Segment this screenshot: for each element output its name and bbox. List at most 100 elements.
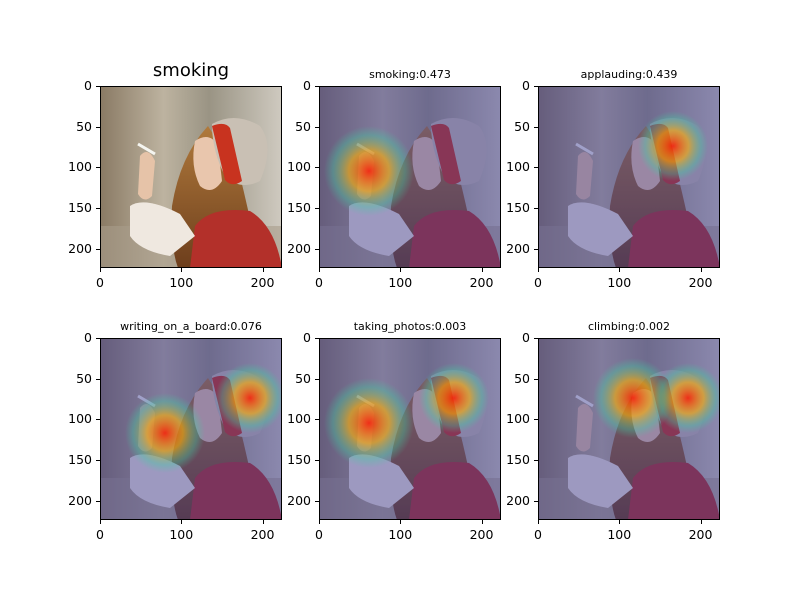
x-tick-label: 200: [469, 275, 494, 290]
y-tick-label: 100: [287, 411, 311, 427]
y-tick-label: 0: [522, 330, 530, 345]
x-tick-mark: [619, 520, 621, 524]
y-tick-label: 0: [84, 78, 92, 93]
y-tick-mark: [315, 459, 319, 461]
x-tick-mark: [400, 520, 402, 524]
x-tick-label: 100: [607, 275, 632, 290]
y-tick-mark: [96, 207, 100, 209]
panel-title: smoking: [152, 60, 230, 81]
y-tick-label: 100: [287, 159, 311, 175]
y-tick-label: 0: [522, 78, 530, 93]
x-tick-mark: [262, 268, 264, 272]
y-tick-label: 50: [514, 118, 530, 134]
x-tick-label: 200: [250, 527, 275, 542]
y-tick-mark: [534, 459, 538, 461]
y-tick-mark: [534, 207, 538, 209]
heatmap-panel: [319, 338, 501, 520]
panel-title: taking_photos:0.003: [353, 320, 467, 333]
y-tick-label: 200: [506, 240, 530, 256]
heatmap-panel: [319, 86, 501, 268]
panel-title: climbing:0.002: [587, 320, 671, 333]
photo-image: [100, 338, 282, 520]
x-tick-label: 100: [388, 527, 413, 542]
y-tick-label: 200: [506, 492, 530, 508]
y-tick-label: 50: [76, 370, 92, 386]
y-tick-mark: [534, 248, 538, 250]
y-tick-label: 50: [76, 118, 92, 134]
x-tick-mark: [262, 520, 264, 524]
y-tick-label: 50: [295, 370, 311, 386]
x-tick-mark: [619, 268, 621, 272]
y-tick-mark: [96, 248, 100, 250]
x-tick-mark: [100, 268, 101, 272]
x-tick-mark: [319, 520, 320, 524]
y-tick-mark: [96, 126, 100, 128]
y-tick-mark: [534, 126, 538, 128]
photo-image: [538, 86, 720, 268]
y-tick-label: 100: [68, 159, 92, 175]
x-tick-label: 100: [169, 527, 194, 542]
x-tick-mark: [400, 268, 402, 272]
y-tick-mark: [315, 167, 319, 169]
y-tick-label: 200: [68, 240, 92, 256]
x-tick-mark: [538, 268, 539, 272]
x-tick-label: 0: [534, 275, 542, 290]
y-tick-label: 150: [506, 451, 530, 467]
y-tick-label: 150: [68, 199, 92, 215]
y-tick-mark: [534, 500, 538, 502]
x-tick-label: 0: [96, 527, 104, 542]
x-tick-mark: [700, 268, 702, 272]
y-tick-mark: [315, 338, 319, 339]
y-tick-mark: [315, 86, 319, 87]
x-tick-label: 100: [607, 527, 632, 542]
y-tick-mark: [315, 207, 319, 209]
y-tick-label: 50: [295, 118, 311, 134]
x-tick-label: 100: [388, 275, 413, 290]
y-tick-mark: [96, 459, 100, 461]
photo-image: [100, 86, 282, 268]
y-tick-mark: [315, 419, 319, 421]
x-tick-label: 0: [96, 275, 104, 290]
heatmap-panel: [538, 86, 720, 268]
y-tick-label: 0: [303, 78, 311, 93]
y-tick-label: 100: [506, 411, 530, 427]
y-tick-label: 150: [287, 199, 311, 215]
y-tick-mark: [96, 167, 100, 169]
x-tick-label: 0: [315, 527, 323, 542]
panel-title: applauding:0.439: [580, 68, 678, 81]
x-tick-label: 100: [169, 275, 194, 290]
heatmap-panel: [538, 338, 720, 520]
y-tick-mark: [534, 419, 538, 421]
photo-image: [538, 338, 720, 520]
y-tick-label: 150: [506, 199, 530, 215]
y-tick-mark: [534, 378, 538, 380]
y-tick-mark: [315, 378, 319, 380]
y-tick-label: 150: [68, 451, 92, 467]
y-tick-mark: [315, 126, 319, 128]
x-tick-mark: [481, 520, 483, 524]
x-tick-mark: [538, 520, 539, 524]
y-tick-mark: [96, 86, 100, 87]
x-tick-mark: [181, 268, 183, 272]
x-tick-mark: [181, 520, 183, 524]
x-tick-mark: [319, 268, 320, 272]
x-tick-label: 0: [534, 527, 542, 542]
heatmap-panel: [100, 338, 282, 520]
y-tick-label: 100: [68, 411, 92, 427]
x-tick-label: 200: [469, 527, 494, 542]
x-tick-mark: [700, 520, 702, 524]
y-tick-mark: [534, 167, 538, 169]
y-tick-label: 200: [287, 492, 311, 508]
y-tick-mark: [96, 338, 100, 339]
y-tick-mark: [315, 248, 319, 250]
photo-image: [319, 86, 501, 268]
y-tick-label: 50: [514, 370, 530, 386]
y-tick-mark: [96, 419, 100, 421]
x-tick-label: 200: [250, 275, 275, 290]
y-tick-label: 200: [287, 240, 311, 256]
x-tick-mark: [100, 520, 101, 524]
x-tick-mark: [481, 268, 483, 272]
x-tick-label: 0: [315, 275, 323, 290]
y-tick-mark: [315, 500, 319, 502]
y-tick-mark: [534, 338, 538, 339]
